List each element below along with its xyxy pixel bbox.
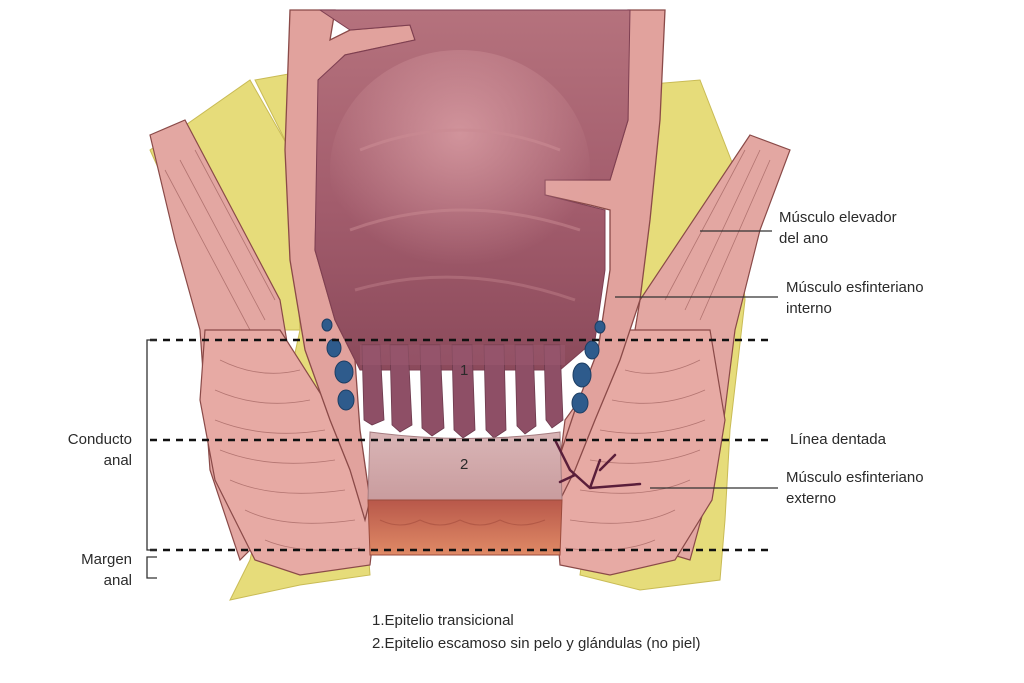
label-line: del ano — [779, 230, 829, 247]
lumen-highlight — [330, 50, 590, 290]
margen-anal-bracket — [146, 556, 157, 579]
label-margen-anal: Margen anal — [56, 549, 132, 591]
label-line: Conducto — [67, 431, 132, 448]
label-linea-dentada: Línea dentada — [790, 431, 886, 448]
label-esfinter-externo: Músculo esfinteriano externo — [786, 467, 924, 509]
legend-item: 1.Epitelio transicional — [372, 612, 514, 629]
vascular-plexus-right — [571, 320, 606, 414]
label-line: interno — [786, 300, 832, 317]
anal-gland-duct — [553, 438, 642, 490]
zone-1-number: 1 — [460, 362, 469, 379]
zone-2-region — [367, 431, 563, 501]
label-line: Músculo elevador — [779, 209, 897, 226]
label-conducto-anal: Conducto anal — [56, 429, 132, 471]
legend-item: 2.Epitelio escamoso sin pelo y glándulas… — [372, 635, 701, 652]
zone-2-number: 2 — [460, 456, 469, 473]
label-line: anal — [103, 572, 132, 589]
label-line: anal — [103, 452, 132, 469]
conducto-anal-bracket — [146, 339, 157, 551]
label-esfinter-interno: Músculo esfinteriano interno — [786, 277, 924, 319]
label-line: Músculo esfinteriano — [786, 469, 924, 486]
anal-columns — [361, 344, 564, 439]
label-line: Margen — [81, 551, 132, 568]
label-musculo-elevador: Músculo elevador del ano — [779, 207, 897, 249]
vascular-plexus-left — [321, 318, 355, 411]
label-line: externo — [786, 490, 837, 507]
label-line: Músculo esfinteriano — [786, 279, 924, 296]
anal-margin-skin — [367, 499, 563, 556]
legend: 1.Epitelio transicional 2.Epitelio escam… — [372, 609, 701, 655]
